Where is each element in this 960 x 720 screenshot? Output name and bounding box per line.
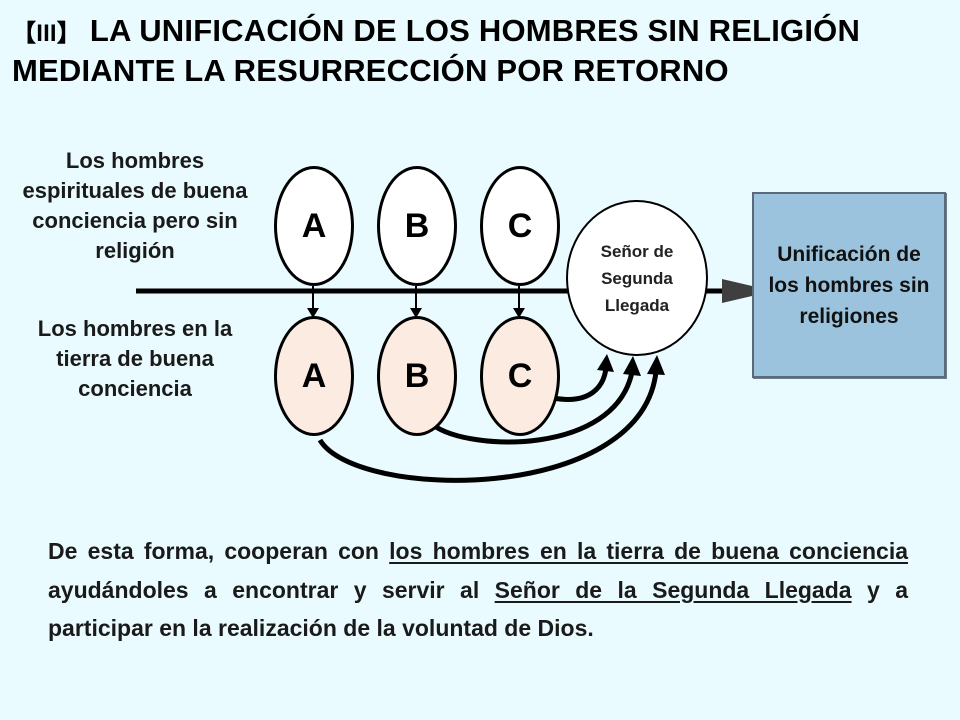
oval-top-b: B xyxy=(377,166,457,286)
curve-arrow-a xyxy=(317,371,659,483)
unification-box: Unificación de los hombres sin religione… xyxy=(752,192,946,378)
curve-arrow-b xyxy=(431,371,635,445)
paragraph-part3: y a participar en la realización de la v… xyxy=(48,576,908,642)
title-numeral: 【III】 xyxy=(12,20,82,47)
oval-top-c: C xyxy=(480,166,560,286)
descent-arrows xyxy=(307,286,525,318)
curve-arrow-c xyxy=(552,367,609,402)
descent-arrowhead-c xyxy=(513,308,525,318)
oval-bottom-c: C xyxy=(480,316,560,436)
descent-arrowhead-a xyxy=(307,308,319,318)
curve-arrowhead-b xyxy=(623,356,641,376)
lord-second-advent-circle: Señor de Segunda Llegada xyxy=(566,200,708,356)
curve-arrowhead-a xyxy=(647,355,665,375)
spiritual-men-label: Los hombres espirituales de buena concie… xyxy=(22,148,248,263)
paragraph-underline-1: los hombres en la tierra de buena concie… xyxy=(389,538,908,564)
page-title: 【III】 LA UNIFICACIÓN DE LOS HOMBRES SIN … xyxy=(12,12,942,89)
descent-arrowhead-b xyxy=(410,308,422,318)
lord-label: Señor de Segunda Llegada xyxy=(600,241,674,315)
curve-arrowhead-c xyxy=(597,354,614,372)
paragraph-part2: ayudándoles a encontrar y servir al xyxy=(48,576,495,603)
oval-bottom-a: A xyxy=(274,316,354,436)
earthly-men-label: Los hombres en la tierra de buena concie… xyxy=(37,316,233,401)
oval-top-a: A xyxy=(274,166,354,286)
result-arrow xyxy=(722,279,752,303)
title-text: LA UNIFICACIÓN DE LOS HOMBRES SIN RELIGI… xyxy=(12,13,861,88)
paragraph-underline-2: Señor de la Segunda Llegada xyxy=(494,576,852,603)
unification-label: Unificación de los hombres sin religione… xyxy=(768,242,930,328)
paragraph-part1: De esta forma, cooperan con xyxy=(48,538,390,564)
explanation-paragraph: De esta forma, cooperan con los hombres … xyxy=(48,532,908,648)
oval-bottom-b: B xyxy=(377,316,457,436)
